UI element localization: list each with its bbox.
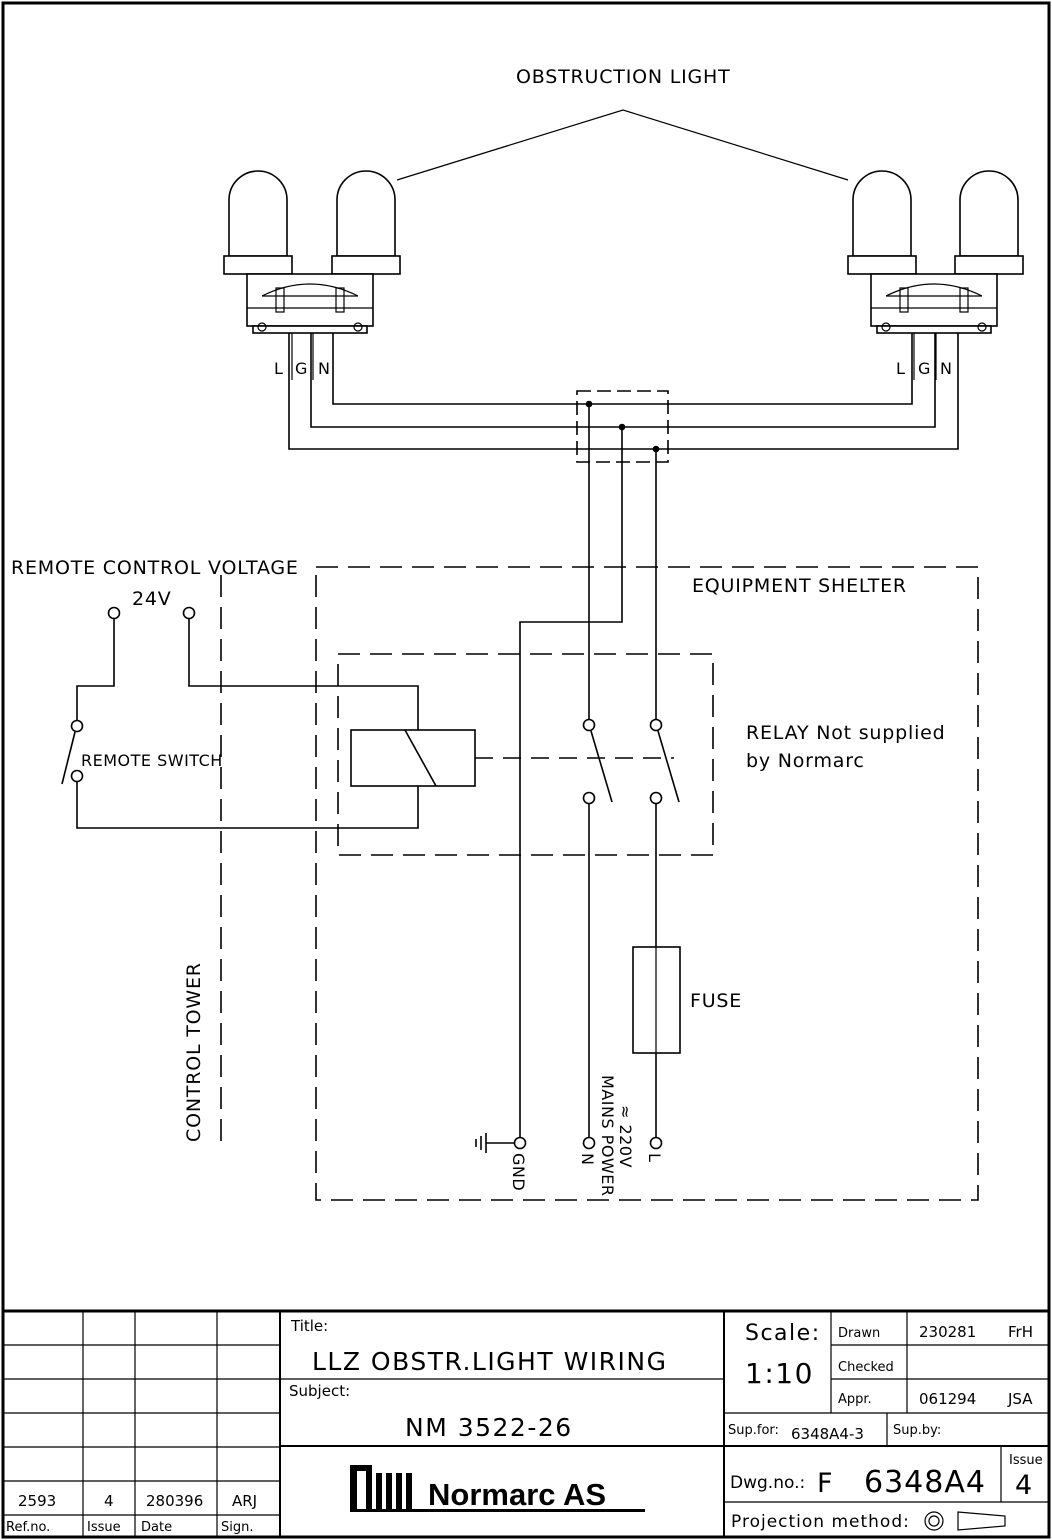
lamp-collar-right-2 — [954, 255, 1024, 275]
control-tower-label: CONTROL TOWER — [183, 962, 205, 1142]
rev-date: 280396 — [146, 1492, 203, 1510]
dwg-number: 6348A4 — [864, 1465, 986, 1500]
relay-label-line1: RELAY Not supplied — [746, 722, 946, 744]
lamp-dome-right-1 — [852, 170, 912, 257]
gnd-label: GND — [509, 1153, 528, 1191]
lamp-dome-right-2 — [959, 170, 1019, 257]
relay-contact-n-bottom — [582, 791, 596, 805]
appr-label: Appr. — [838, 1392, 872, 1407]
l-terminal — [649, 1136, 663, 1150]
left-lamp-n-label: N — [318, 359, 330, 378]
drawn-label: Drawn — [838, 1326, 880, 1341]
remote-switch-top-contact — [70, 719, 84, 733]
checked-label: Checked — [838, 1360, 894, 1375]
right-lamp-n-label: N — [940, 359, 952, 378]
remote-switch-bottom-contact — [70, 769, 84, 783]
n-terminal — [582, 1136, 596, 1150]
lamp-collar-left-1 — [223, 255, 293, 275]
equipment-shelter-boundary — [315, 566, 979, 1201]
relay-contact-l-top — [649, 718, 663, 732]
rev-sign: ARJ — [232, 1492, 257, 1510]
dwg-prefix: F — [817, 1468, 834, 1499]
projection-symbol-icon — [924, 1511, 1006, 1531]
relay-contact-n-top — [582, 718, 596, 732]
issue-value: 4 — [1015, 1470, 1033, 1501]
appr-date: 061294 — [919, 1390, 976, 1408]
obstruction-light-leader — [396, 109, 849, 181]
lamp-base-left — [246, 273, 374, 327]
rev-issue: 4 — [104, 1492, 114, 1510]
remote-switch-label: REMOTE SWITCH — [81, 751, 223, 770]
l-terminal-label: L — [645, 1153, 664, 1162]
sup-for-value: 6348A4-3 — [791, 1425, 864, 1443]
drawn-by: FrH — [1008, 1323, 1033, 1341]
remote-control-voltage-label: REMOTE CONTROL VOLTAGE — [11, 557, 299, 579]
left-lamp-l-label: L — [274, 359, 283, 378]
right-lamp-l-label: L — [896, 359, 905, 378]
drawing-subject: NM 3522-26 — [405, 1413, 573, 1442]
remote-supply-terminal-2 — [182, 606, 196, 620]
equipment-shelter-label: EQUIPMENT SHELTER — [692, 575, 907, 597]
relay-contact-l-bottom — [649, 791, 663, 805]
scale-value: 1:10 — [745, 1357, 814, 1390]
drawn-date: 230281 — [919, 1323, 976, 1341]
gnd-terminal — [513, 1136, 527, 1150]
remote-wiring — [76, 619, 419, 829]
scale-label: Scale: — [745, 1321, 821, 1346]
rev-ref-no: 2593 — [18, 1492, 56, 1510]
voltage-24v-label: 24V — [132, 588, 172, 610]
relay-coil — [350, 729, 476, 787]
rev-date-label: Date — [141, 1520, 172, 1535]
sup-by-label: Sup.by: — [893, 1423, 941, 1438]
issue-label: Issue — [1009, 1453, 1043, 1468]
title-block — [3, 1309, 1049, 1537]
lamp-collar-left-2 — [331, 255, 401, 275]
lamp-dome-left-1 — [228, 170, 288, 257]
voltage-220v-label: ≈ 220V — [616, 1105, 635, 1168]
lamp-base-right — [870, 273, 998, 327]
n-terminal-label: N — [578, 1153, 597, 1165]
left-lamp-g-label: G — [295, 359, 308, 378]
remote-supply-terminal-1 — [107, 606, 121, 620]
relay-label-line2: by Normarc — [746, 750, 865, 772]
projection-label: Projection method: — [731, 1512, 910, 1532]
normarc-logo-icon — [350, 1465, 645, 1512]
title-label: Title: — [290, 1317, 328, 1335]
sup-for-label: Sup.for: — [728, 1423, 779, 1438]
lamp-dome-left-2 — [336, 170, 396, 257]
obstruction-light-label: OBSTRUCTION LIGHT — [516, 66, 731, 88]
lamp-collar-right-1 — [847, 255, 917, 275]
drawing-title: LLZ OBSTR.LIGHT WIRING — [312, 1347, 668, 1376]
feeder-wires — [519, 404, 657, 1138]
remote-switch-blade — [61, 731, 76, 785]
rev-issue-label: Issue — [87, 1520, 121, 1535]
right-lamp-assembly — [847, 170, 1024, 380]
company-name: Normarc AS — [428, 1477, 606, 1512]
subject-label: Subject: — [289, 1382, 350, 1400]
appr-by: JSA — [1007, 1390, 1033, 1408]
fuse-label: FUSE — [690, 990, 742, 1012]
mains-power-label: MAINS POWER — [598, 1075, 617, 1196]
rev-sign-label: Sign. — [221, 1520, 254, 1535]
dwg-no-label: Dwg.no.: — [730, 1473, 805, 1493]
ground-symbol-icon — [475, 1133, 514, 1153]
left-lamp-assembly — [223, 170, 401, 380]
right-lamp-g-label: G — [918, 359, 931, 378]
rev-ref-no-label: Ref.no. — [6, 1520, 50, 1535]
